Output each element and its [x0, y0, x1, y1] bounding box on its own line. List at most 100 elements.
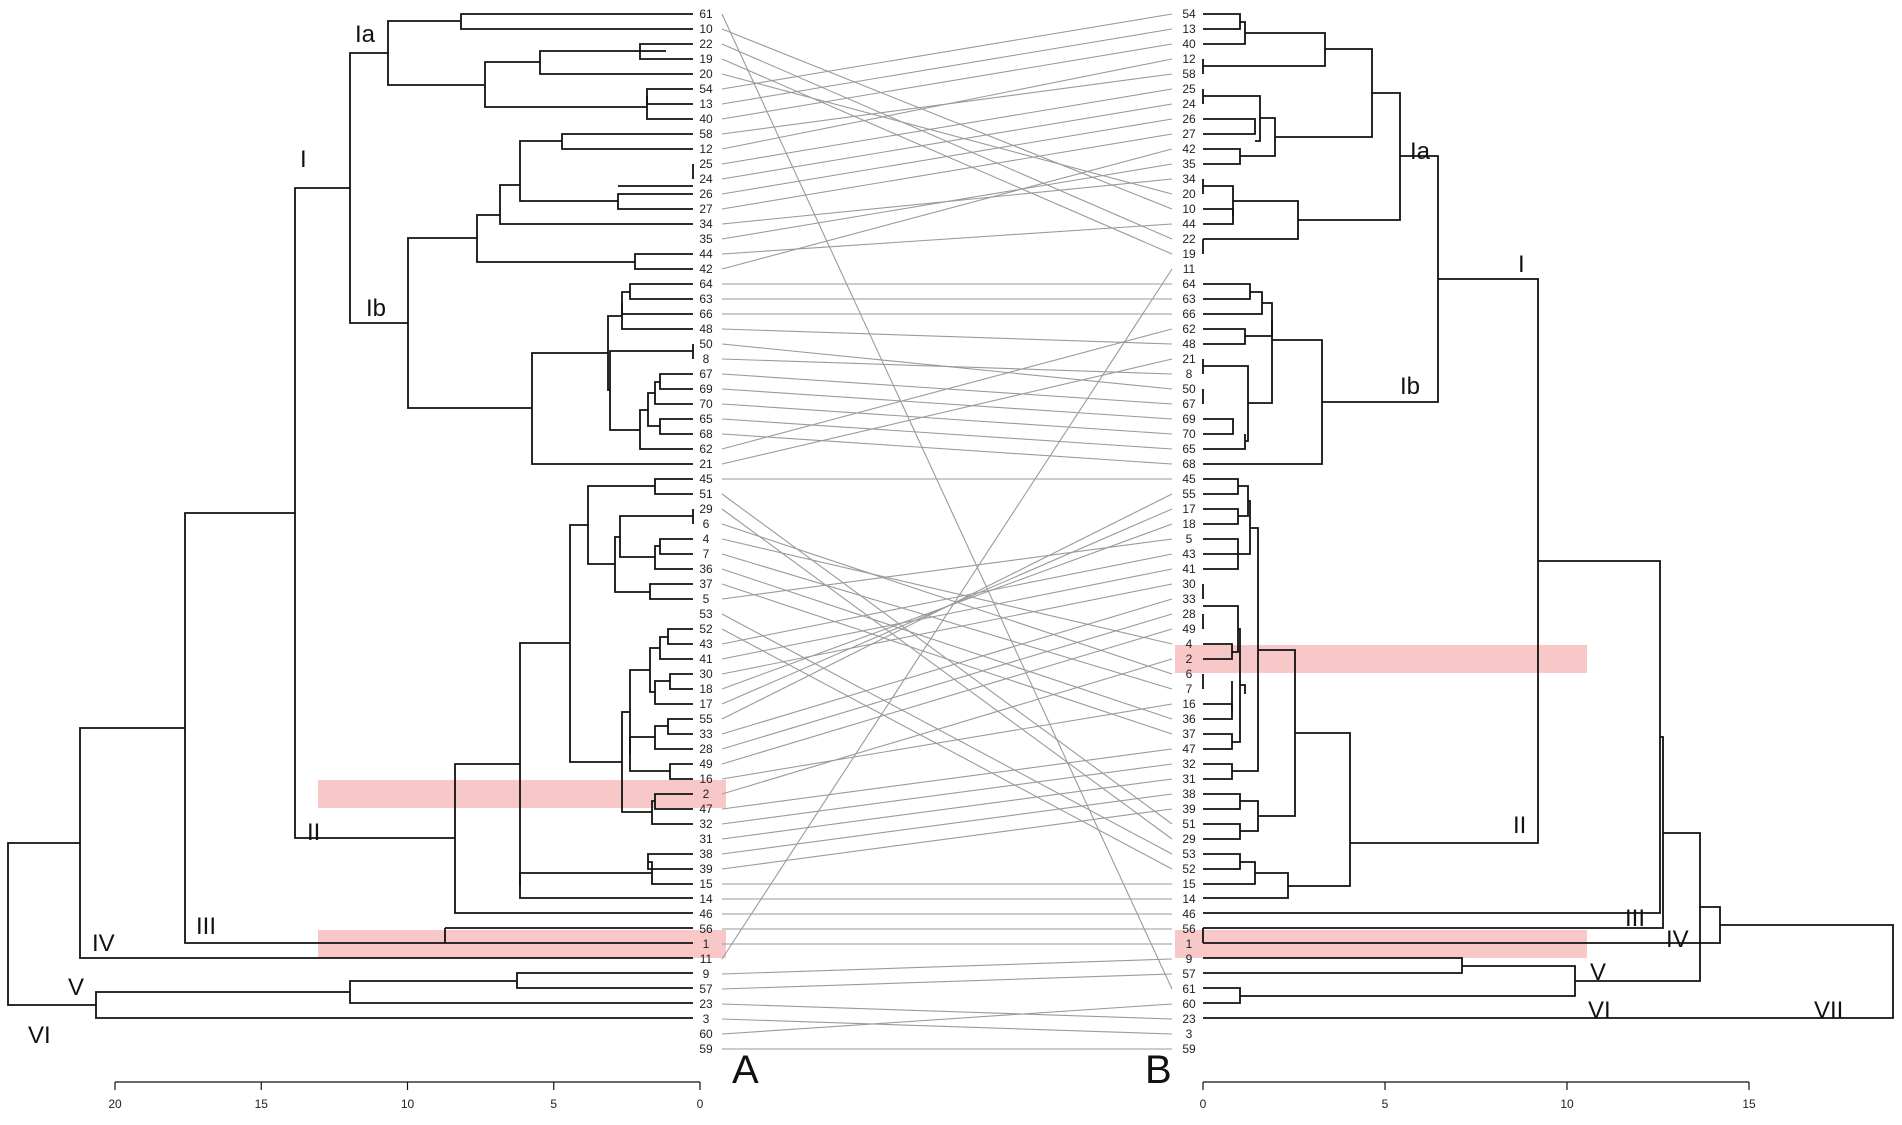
leaf-label-a: 68 [699, 427, 713, 441]
axis-tick-label-a: 20 [108, 1097, 122, 1111]
cluster-label-a-vi: VI [28, 1022, 51, 1049]
leaf-label-a: 47 [699, 802, 713, 816]
leaf-label-b: 56 [1182, 922, 1196, 936]
leaf-label-a: 49 [699, 757, 713, 771]
leaf-label-b: 32 [1182, 757, 1196, 771]
connector-line [721, 433, 1173, 465]
cluster-label-b-iii: III [1625, 905, 1645, 932]
leaf-label-b: 70 [1182, 427, 1196, 441]
leaf-label-b: 5 [1186, 532, 1193, 546]
leaf-label-b: 1 [1186, 937, 1193, 951]
leaf-label-a: 7 [703, 547, 710, 561]
leaf-label-b: 45 [1182, 472, 1196, 486]
leaf-label-a: 25 [699, 157, 713, 171]
connector-line [721, 628, 1173, 765]
connector-line [721, 598, 1173, 735]
leaf-label-b: 47 [1182, 742, 1196, 756]
highlight-band-b [1175, 930, 1587, 958]
leaf-label-a: 16 [699, 772, 713, 786]
leaf-label-a: 67 [699, 367, 713, 381]
leaf-label-b: 35 [1182, 157, 1196, 171]
leaf-label-b: 40 [1182, 37, 1196, 51]
highlight-bands [318, 645, 1587, 958]
leaf-label-a: 52 [699, 622, 713, 636]
leaf-label-a: 42 [699, 262, 713, 276]
leaf-label-a: 3 [703, 1012, 710, 1026]
connector-line [721, 403, 1173, 435]
leaf-label-b: 59 [1182, 1042, 1196, 1056]
panel-label-a: A [732, 1048, 759, 1092]
connector-line [721, 568, 1173, 720]
axis-tick-label-b: 5 [1382, 1097, 1389, 1111]
leaf-label-a: 21 [699, 457, 713, 471]
cluster-label-b-i: I [1518, 251, 1525, 278]
leaf-label-b: 58 [1182, 67, 1196, 81]
connector-line [721, 583, 1173, 735]
leaf-label-b: 21 [1182, 352, 1196, 366]
leaf-label-b: 57 [1182, 967, 1196, 981]
leaf-label-a: 69 [699, 382, 713, 396]
leaf-label-b: 50 [1182, 382, 1196, 396]
leaf-label-a: 5 [703, 592, 710, 606]
leaf-label-a: 45 [699, 472, 713, 486]
leaf-label-b: 30 [1182, 577, 1196, 591]
connector-line [721, 103, 1173, 180]
leaf-label-a: 27 [699, 202, 713, 216]
leaf-label-b: 4 [1186, 637, 1193, 651]
cluster-label-b-v: V [1590, 959, 1606, 986]
connector-line [721, 613, 1173, 750]
connector-line [721, 418, 1173, 450]
leaf-label-b: 51 [1182, 817, 1196, 831]
leaf-label-b: 25 [1182, 82, 1196, 96]
leaf-label-b: 46 [1182, 907, 1196, 921]
highlight-band-b [1175, 645, 1587, 673]
leaf-label-b: 19 [1182, 247, 1196, 261]
connector-line [721, 763, 1173, 825]
leaf-label-b: 44 [1182, 217, 1196, 231]
leaf-label-b: 69 [1182, 412, 1196, 426]
leaf-label-a: 63 [699, 292, 713, 306]
cluster-label-b-ib: Ib [1400, 373, 1420, 400]
leaf-label-a: 37 [699, 577, 713, 591]
connector-line [721, 88, 1173, 165]
connector-line [721, 628, 1173, 870]
connector-line [721, 13, 1173, 990]
leaf-label-b: 54 [1182, 7, 1196, 21]
leaf-label-a: 2 [703, 787, 710, 801]
leaf-label-b: 18 [1182, 517, 1196, 531]
dendrogram-b [1202, 13, 1894, 1019]
leaf-label-a: 18 [699, 682, 713, 696]
leaf-label-a: 30 [699, 667, 713, 681]
leaf-label-a: 10 [699, 22, 713, 36]
cluster-labels-a: Ia Ib I II III IV V VI [28, 21, 386, 1049]
leaf-label-a: 43 [699, 637, 713, 651]
connector-line [721, 328, 1173, 345]
connector-line [721, 13, 1173, 90]
leaf-label-a: 50 [699, 337, 713, 351]
connector-line [721, 268, 1173, 960]
leaf-label-a: 51 [699, 487, 713, 501]
cluster-label-b-ii: II [1513, 812, 1526, 839]
connector-line [721, 28, 1173, 105]
cluster-label-a-ib: Ib [366, 295, 386, 322]
leaf-label-b: 12 [1182, 52, 1196, 66]
leaf-label-b: 34 [1182, 172, 1196, 186]
leaf-label-b: 60 [1182, 997, 1196, 1011]
connector-line [721, 658, 1173, 795]
axis-tick-label-a: 15 [255, 1097, 269, 1111]
leaf-label-a: 64 [699, 277, 713, 291]
axis-tick-label-a: 5 [550, 1097, 557, 1111]
leaf-label-a: 40 [699, 112, 713, 126]
leaf-label-a: 15 [699, 877, 713, 891]
cluster-label-b-vi: VI [1588, 997, 1611, 1024]
connector-line [721, 553, 1173, 690]
connector-line [721, 28, 1173, 210]
leaf-label-b: 27 [1182, 127, 1196, 141]
leaf-label-b: 65 [1182, 442, 1196, 456]
leaf-label-b: 39 [1182, 802, 1196, 816]
leaf-label-b: 8 [1186, 367, 1193, 381]
connector-line [721, 58, 1173, 150]
connector-line [721, 538, 1173, 600]
leaf-label-a: 58 [699, 127, 713, 141]
leaf-labels-a: 6110221920541340581225242627343544426463… [699, 7, 713, 1056]
